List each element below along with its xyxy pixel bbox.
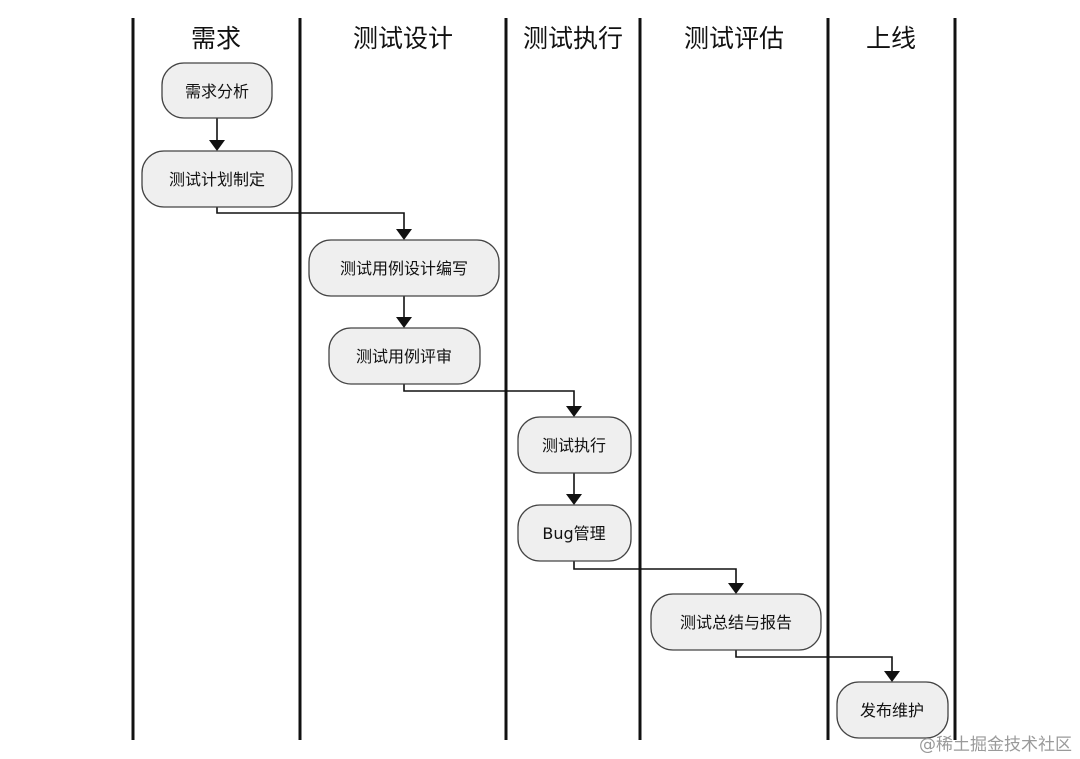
lane-title-release: 上线 xyxy=(866,24,916,53)
flow-edge xyxy=(216,207,405,231)
arrowhead xyxy=(209,140,225,151)
lane-title-requirements: 需求 xyxy=(191,24,241,53)
flow-edge xyxy=(403,384,575,408)
arrowhead xyxy=(396,317,412,328)
arrowhead xyxy=(884,671,900,682)
node-label: 测试执行 xyxy=(542,436,606,455)
node-requirement-analysis xyxy=(161,62,273,119)
node-test-summary-report xyxy=(650,593,822,651)
node-label: 测试总结与报告 xyxy=(680,613,792,632)
lane-title-test-design: 测试设计 xyxy=(353,24,453,53)
node-bug-management xyxy=(517,504,632,562)
node-release-maintenance xyxy=(836,681,949,739)
arrowhead xyxy=(396,229,412,240)
node-test-plan xyxy=(141,150,293,208)
lane-title-test-evaluation: 测试评估 xyxy=(684,24,784,53)
lane-title-test-execution: 测试执行 xyxy=(523,24,623,53)
node-label: 测试用例评审 xyxy=(356,347,452,366)
node-label: 测试计划制定 xyxy=(169,170,265,189)
flow-edge xyxy=(573,561,737,585)
node-label: 测试用例设计编写 xyxy=(340,259,468,278)
arrowhead xyxy=(566,494,582,505)
node-test-execution xyxy=(517,416,632,474)
node-test-case-review xyxy=(328,327,481,385)
node-label: 需求分析 xyxy=(185,82,249,101)
flow-edge xyxy=(735,650,893,673)
watermark: @稀土掘金技术社区 xyxy=(919,735,1072,755)
node-label: Bug管理 xyxy=(542,524,605,543)
arrowhead xyxy=(728,583,744,594)
node-label: 发布维护 xyxy=(860,701,924,720)
arrowhead xyxy=(566,406,582,417)
node-test-case-design xyxy=(308,239,500,297)
